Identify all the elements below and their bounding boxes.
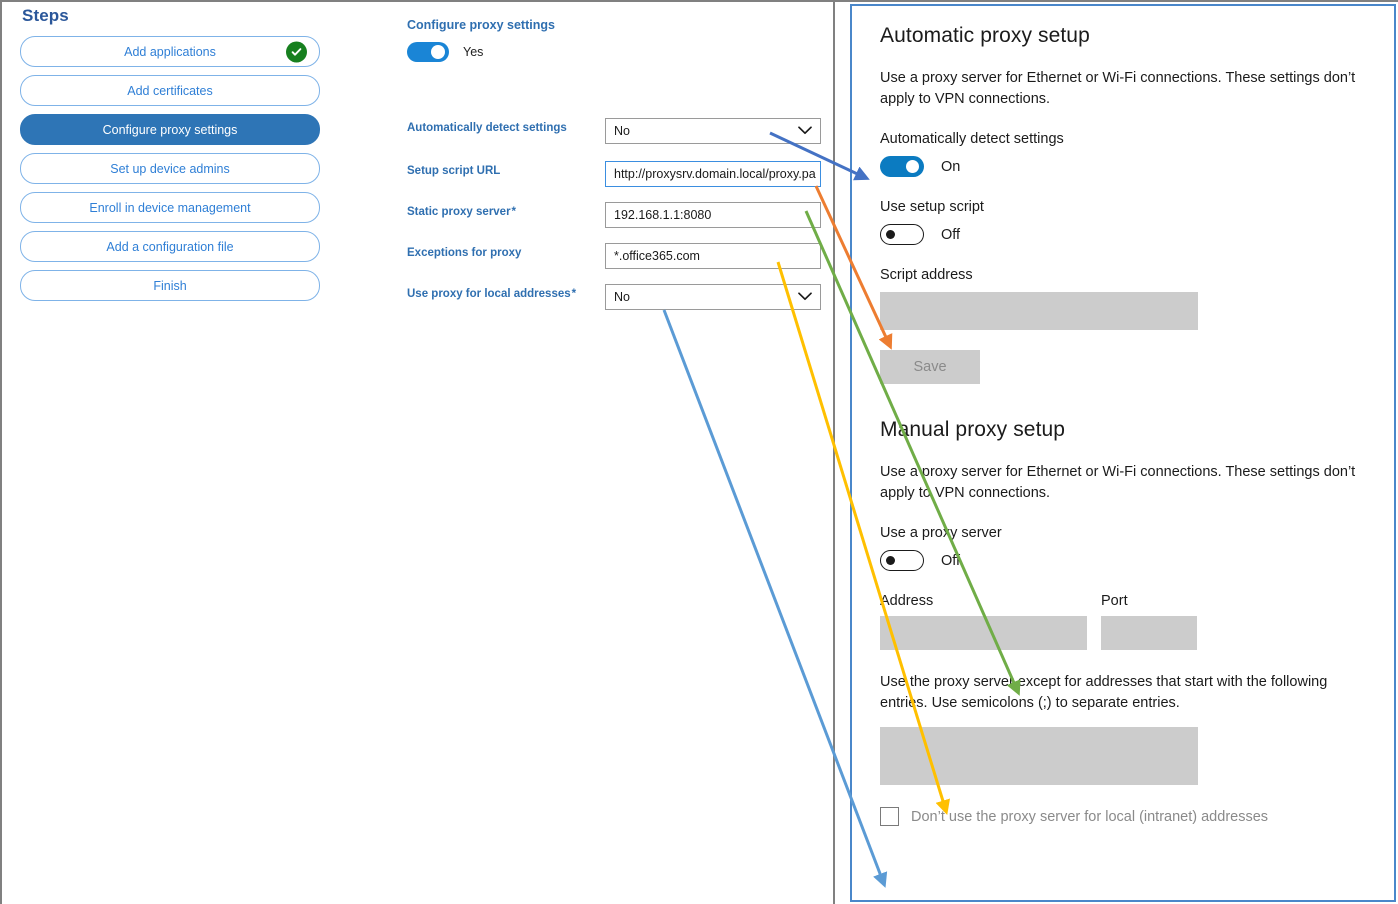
manual-proxy-description: Use a proxy server for Ethernet or Wi-Fi… <box>880 464 1356 501</box>
use-a-proxy-server-toggle[interactable] <box>880 550 924 572</box>
proxy-exceptions-input[interactable] <box>880 727 1198 786</box>
input-value: 192.168.1.1:8080 <box>614 208 712 222</box>
bypass-local-addresses-checkbox[interactable] <box>880 807 899 827</box>
chevron-down-icon <box>798 124 812 138</box>
field-label: Setup script URL <box>407 165 501 177</box>
toggle-knob <box>886 230 895 240</box>
step-item-finish[interactable]: Finish <box>20 270 320 301</box>
automatically-detect-settings-toggle[interactable] <box>880 156 924 178</box>
step-item-add-a-configuration-file[interactable]: Add a configuration file <box>20 231 320 262</box>
frame-top-border <box>0 0 1398 2</box>
use-proxy-for-local-addresses-select[interactable]: No <box>605 284 821 310</box>
configure-proxy-form: Configure proxy settings Yes Automatical… <box>407 18 827 310</box>
configure-proxy-toggle[interactable] <box>407 42 449 62</box>
use-setup-script-toggle[interactable] <box>880 224 924 246</box>
windows-proxy-settings-panel: Automatic proxy setup Use a proxy server… <box>850 4 1396 902</box>
step-item-configure-proxy-settings[interactable]: Configure proxy settings <box>20 114 320 145</box>
step-item-enroll-in-device-management[interactable]: Enroll in device management <box>20 192 320 223</box>
bypass-local-addresses-row: Don’t use the proxy server for local (in… <box>880 807 1366 827</box>
select-value: No <box>614 290 630 304</box>
toggle-knob <box>906 160 919 174</box>
port-column: Port <box>1101 593 1197 651</box>
script-address-input[interactable] <box>880 292 1198 331</box>
proxy-exceptions-description: Use the proxy server except for addresse… <box>880 674 1328 711</box>
field-use-proxy-for-local-addresses: Use proxy for local addresses * No <box>407 284 827 310</box>
input-value: *.office365.com <box>614 249 700 263</box>
field-static-proxy-server: Static proxy server * 192.168.1.1:8080 <box>407 202 827 228</box>
automatically-detect-settings-select[interactable]: No <box>605 118 821 144</box>
toggle-knob <box>431 45 445 59</box>
use-a-proxy-server-row: Off <box>880 550 1366 572</box>
use-a-proxy-server-label: Use a proxy server <box>880 525 1002 542</box>
form-heading: Configure proxy settings <box>407 18 555 32</box>
automatically-detect-settings-row: On <box>880 156 1366 178</box>
bypass-local-addresses-label: Don’t use the proxy server for local (in… <box>911 808 1269 825</box>
exceptions-for-proxy-input[interactable]: *.office365.com <box>605 243 821 269</box>
automatically-detect-settings-state: On <box>941 158 961 175</box>
input-value: http://proxysrv.domain.local/proxy.pa <box>614 167 816 181</box>
port-input[interactable] <box>1101 616 1197 651</box>
step-label: Finish <box>153 278 187 293</box>
automatic-proxy-setup-heading: Automatic proxy setup <box>880 24 1090 47</box>
use-a-proxy-server-state: Off <box>941 552 961 569</box>
configure-proxy-toggle-row: Yes <box>407 42 827 62</box>
check-circle-icon <box>286 41 307 62</box>
field-automatically-detect-settings: Automatically detect settings No <box>407 118 827 144</box>
frame-left-border <box>0 0 2 904</box>
field-label: Static proxy server * <box>407 206 516 218</box>
step-label: Add a configuration file <box>106 239 234 254</box>
save-button[interactable]: Save <box>880 350 980 385</box>
field-setup-script-url: Setup script URL http://proxysrv.domain.… <box>407 161 827 187</box>
use-setup-script-label: Use setup script <box>880 199 984 216</box>
use-setup-script-state: Off <box>941 226 961 243</box>
toggle-knob <box>886 556 895 566</box>
select-value: No <box>614 124 630 138</box>
manual-proxy-setup-heading: Manual proxy setup <box>880 418 1066 442</box>
step-label: Enroll in device management <box>89 200 251 215</box>
step-item-set-up-device-admins[interactable]: Set up device admins <box>20 153 320 184</box>
use-setup-script-row: Off <box>880 224 1366 246</box>
step-label: Add certificates <box>127 83 213 98</box>
step-label: Add applications <box>124 44 216 59</box>
field-label: Automatically detect settings <box>407 122 567 134</box>
step-item-add-certificates[interactable]: Add certificates <box>20 75 320 106</box>
steps-title: Steps <box>22 6 69 25</box>
setup-script-url-input[interactable]: http://proxysrv.domain.local/proxy.pa <box>605 161 821 187</box>
automatically-detect-settings-label: Automatically detect settings <box>880 131 1064 148</box>
configure-proxy-toggle-label: Yes <box>463 45 484 59</box>
field-label: Exceptions for proxy <box>407 247 522 259</box>
address-column: Address <box>880 593 1087 651</box>
port-label: Port <box>1101 593 1128 610</box>
field-label: Use proxy for local addresses * <box>407 288 577 300</box>
panel-divider <box>833 2 835 904</box>
address-port-row: Address Port <box>880 593 1366 651</box>
required-marker: * <box>510 206 516 218</box>
address-label: Address <box>880 593 934 610</box>
step-item-add-applications[interactable]: Add applications <box>20 36 320 67</box>
field-exceptions-for-proxy: Exceptions for proxy *.office365.com <box>407 243 827 269</box>
chevron-down-icon <box>798 290 812 304</box>
automatic-proxy-description: Use a proxy server for Ethernet or Wi-Fi… <box>880 70 1356 107</box>
step-label: Configure proxy settings <box>102 122 238 137</box>
static-proxy-server-input[interactable]: 192.168.1.1:8080 <box>605 202 821 228</box>
steps-panel: Steps Add applications Add certificates … <box>20 6 320 309</box>
required-marker: * <box>570 288 577 300</box>
step-label: Set up device admins <box>110 161 230 176</box>
script-address-label: Script address <box>880 267 973 284</box>
address-input[interactable] <box>880 616 1087 651</box>
